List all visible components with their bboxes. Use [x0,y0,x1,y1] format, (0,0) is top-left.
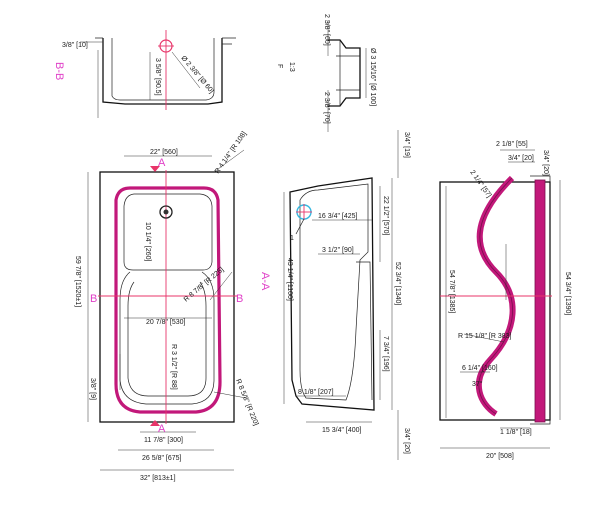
bbl-dim-top-width: 2 1/8" [55] [496,141,528,148]
bb-outer-profile [102,38,223,105]
aa-section-view: A-A 1 3/4" [19] 16 3/4" [425] 22 1/2" [5… [259,130,410,460]
bbl-dim-flange: 3/4" [20] [508,155,534,162]
aa-dim-bottom-offset: 8 1/8" [207] [298,389,334,396]
bbl-dim-shell-length: 54 7/8" [1385] [448,270,455,313]
plan-outer-deck [99,171,235,423]
bbl-dim-wall: 3/4" [20] [542,150,549,176]
aa-section-label: A-A [259,272,271,291]
aa-basin-profile [299,183,369,401]
aa-dim-depth: 22 1/2" [570] [382,196,389,236]
detail-f-view: F 1:3 2 3/8" [60] Ø 3 15/16" [Ø 100] 2 3… [276,14,376,132]
plan-dim-corner-radius: R 4 1/4" [R 108] [214,130,248,175]
plan-dim-rim: 3/8" [9] [89,378,96,400]
aa-dim-drain-dist: 16 3/4" [425] [318,213,358,220]
aa-outer-profile [289,177,375,411]
aa-dim-lower-step: 7 3/4" [196] [382,336,389,372]
plan-dim-basin-bottom-width: 26 5/8" [675] [142,455,182,462]
bbl-dim-radius: R 15 1/8" [R 383] [458,333,512,340]
bbl-dim-overall-width: 20" [508] [486,453,514,460]
bb-dim-drain: Ø 2 3/8" [Ø 60] [179,55,214,95]
detail-f-dim-dia: Ø 3 15/16" [Ø 100] [369,48,376,106]
bbl-outer-frame [439,181,551,421]
detail-f-scale: 1:3 [288,62,295,72]
bb-dim-depth: 3 5/8" [90.5] [154,58,161,96]
plan-section-marker-b-left: B [90,293,97,305]
plan-basin-floor-upper [123,193,213,271]
bb-long-section-view: 2 1/8" [55] 3/4" [20] 3/4" [20] 2 1/4" [… [439,141,571,460]
aa-dim-floor: 15 3/4" [400] [322,427,362,434]
bbl-dim-bottom-offset: 6 1/4" [160] [462,365,498,372]
detail-f-dim-bottom: 2 3/8" [70] [323,92,330,124]
plan-dim-drain-offset: 10 1/4" [260] [144,222,151,262]
bb-section-view: 3/8" [10] 3 5/8" [90.5] Ø 2 3/8" [Ø 60] … [53,30,236,118]
plan-dim-corner-radius-bottom: R 8 5/8" [R 220] [234,378,259,427]
aa-dim-rim-bottom: 3/4" [20] [403,428,410,454]
detail-f-drain-body [328,39,361,107]
detail-f-label: F [276,64,283,68]
plan-section-marker-b-right: B [236,293,243,305]
bb-inner-profile [111,38,215,101]
bbl-dim-angle: 37° [472,380,483,388]
aa-dim-basin-length: 43 1/4" [1100] [286,258,293,301]
plan-dim-overall-width: 32" [813±1] [140,475,176,482]
bbl-wall-panel [534,179,546,423]
bbl-dim-base-flange: 1 1/8" [18] [500,429,532,436]
aa-dim-overall-length: 52 3/4" [1340] [394,262,401,305]
plan-dim-floor-width: 11 7/8" [300] [144,437,183,444]
plan-drain [159,205,173,219]
plan-section-marker-a-top: A [158,157,166,169]
plan-dim-inner-radius: R 3 1/2" [R 88] [170,344,177,390]
plan-armrest-curve [119,271,215,405]
aa-dim-rim-top: 3/4" [19] [403,132,410,158]
aa-dim-step: 3 1/2" [90] [322,247,354,254]
bbl-dim-overall-length: 54 3/4" [1390] [564,272,571,315]
bb-dim-rim: 3/8" [10] [62,42,88,49]
aa-detail-ref: 1 [290,235,294,242]
bb-rim [95,37,236,45]
detail-f-dim-top: 2 3/8" [60] [323,14,330,46]
bb-section-label: B-B [53,62,65,80]
plan-basin-outline [114,186,222,414]
bbl-dim-shell-top: 2 1/4" [57] [468,169,492,199]
plan-dim-inner-width: 22" [560] [150,149,178,156]
plan-dim-basin-width: 20 7/8" [530] [146,319,186,326]
plan-dim-length: 59 7/8" [1520±1] [74,256,81,307]
plan-section-marker-a-bottom: A [158,423,166,435]
plan-view: 22" [560] R 4 1/4" [R 108] 10 1/4" [260]… [74,130,259,482]
